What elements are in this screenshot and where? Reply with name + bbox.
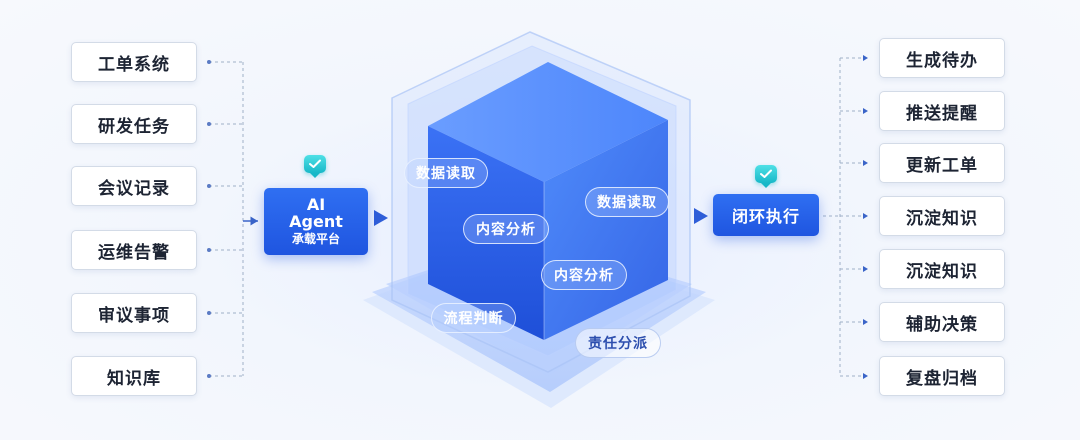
source-node-ops-alerts: 运维告警 — [71, 230, 197, 270]
agent-check-icon — [304, 155, 326, 173]
cube-top-face — [428, 62, 668, 182]
cube-label-data-read-left: 数据读取 — [404, 158, 488, 188]
agent-line-platform: 承载平台 — [291, 232, 340, 246]
cube-label-data-read-right: 数据读取 — [585, 187, 669, 217]
output-node-accumulate-knowledge-1: 沉淀知识 — [879, 196, 1005, 236]
output-node-generate-todo: 生成待办 — [879, 38, 1005, 78]
source-node-review-items: 审议事项 — [71, 293, 197, 333]
cube-side-face — [544, 120, 668, 340]
closed-loop-execution-box: 闭环执行 — [713, 194, 819, 236]
right-bracket — [823, 55, 868, 379]
left-bracket — [207, 60, 258, 378]
output-node-review-archive: 复盘归档 — [879, 356, 1005, 396]
cube-label-content-analysis-right: 内容分析 — [541, 260, 627, 290]
cube-front-face — [428, 126, 544, 340]
cube-label-process-judgment: 流程判断 — [431, 303, 516, 333]
output-node-push-reminder: 推送提醒 — [879, 91, 1005, 131]
source-node-knowledge-base: 知识库 — [71, 356, 197, 396]
output-node-update-ticket: 更新工单 — [879, 143, 1005, 183]
output-node-accumulate-knowledge-2: 沉淀知识 — [879, 249, 1005, 289]
ai-agent-platform-box: AI Agent 承载平台 — [264, 188, 368, 255]
cube-label-content-analysis-left: 内容分析 — [463, 214, 549, 244]
source-node-ticket-system: 工单系统 — [71, 42, 197, 82]
agent-line-ai: AI — [306, 195, 326, 215]
source-node-meeting-records: 会议记录 — [71, 166, 197, 206]
output-node-decision-support: 辅助决策 — [879, 302, 1005, 342]
source-node-rd-tasks: 研发任务 — [71, 104, 197, 144]
loop-check-icon — [755, 165, 777, 183]
cube-label-responsibility-assignment: 责任分派 — [575, 328, 661, 358]
agent-line-agent: Agent — [289, 212, 343, 232]
